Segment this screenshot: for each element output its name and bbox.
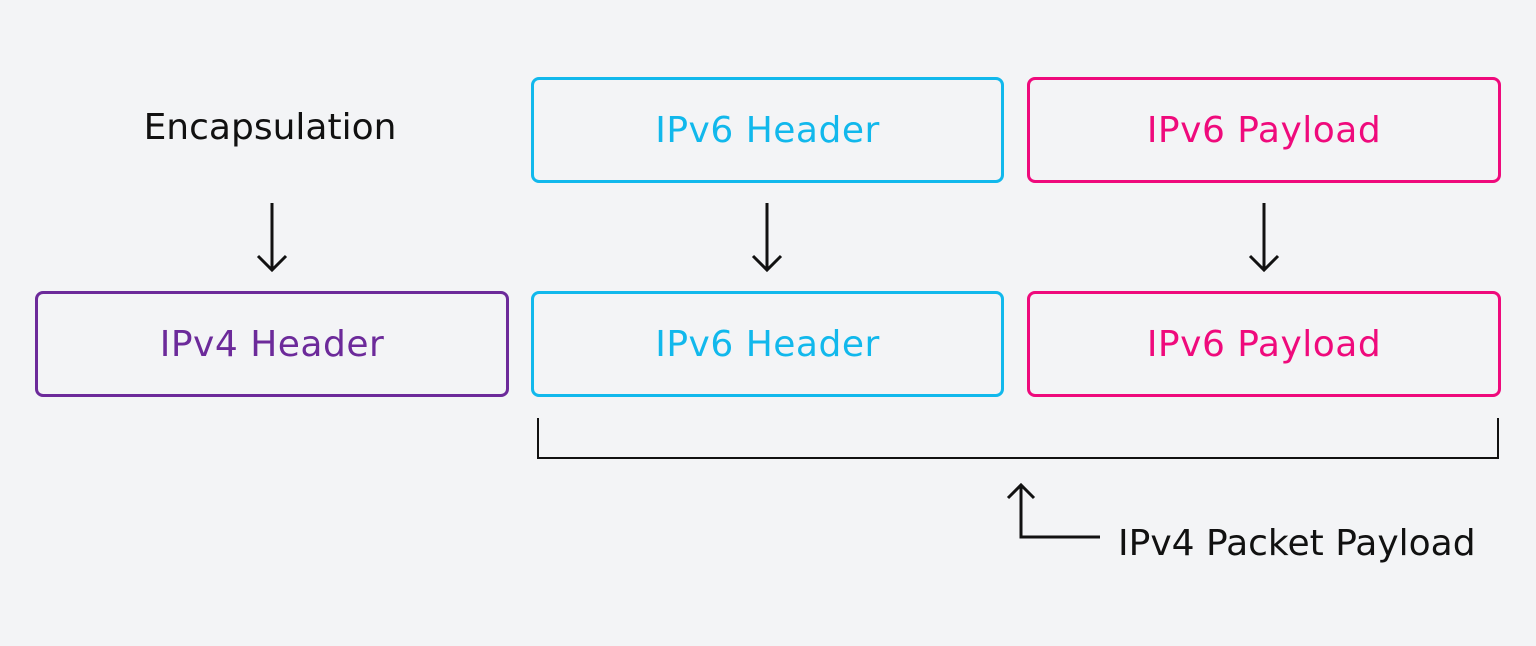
arrow-down-icon [1248, 203, 1280, 273]
top-ipv6-payload-label: IPv6 Payload [1146, 109, 1382, 151]
bottom-ipv4-header-label: IPv4 Header [159, 323, 385, 365]
top-ipv6-payload-box: IPv6 Payload [1027, 77, 1501, 183]
ipv4-packet-payload-label: IPv4 Packet Payload [1118, 522, 1476, 564]
bottom-ipv6-header-box: IPv6 Header [531, 291, 1004, 397]
arrow-down-icon [256, 203, 288, 273]
bottom-ipv6-header-label: IPv6 Header [655, 323, 880, 365]
arrow-down-icon [751, 203, 783, 273]
bottom-ipv6-payload-box: IPv6 Payload [1027, 291, 1501, 397]
payload-bracket [537, 418, 1499, 459]
top-ipv6-header-box: IPv6 Header [531, 77, 1004, 183]
bottom-ipv4-header-box: IPv4 Header [35, 291, 509, 397]
top-ipv6-header-label: IPv6 Header [655, 109, 880, 151]
encapsulation-label: Encapsulation [143, 106, 397, 148]
bottom-ipv6-payload-label: IPv6 Payload [1146, 323, 1382, 365]
arrow-up-icon [1006, 482, 1100, 539]
